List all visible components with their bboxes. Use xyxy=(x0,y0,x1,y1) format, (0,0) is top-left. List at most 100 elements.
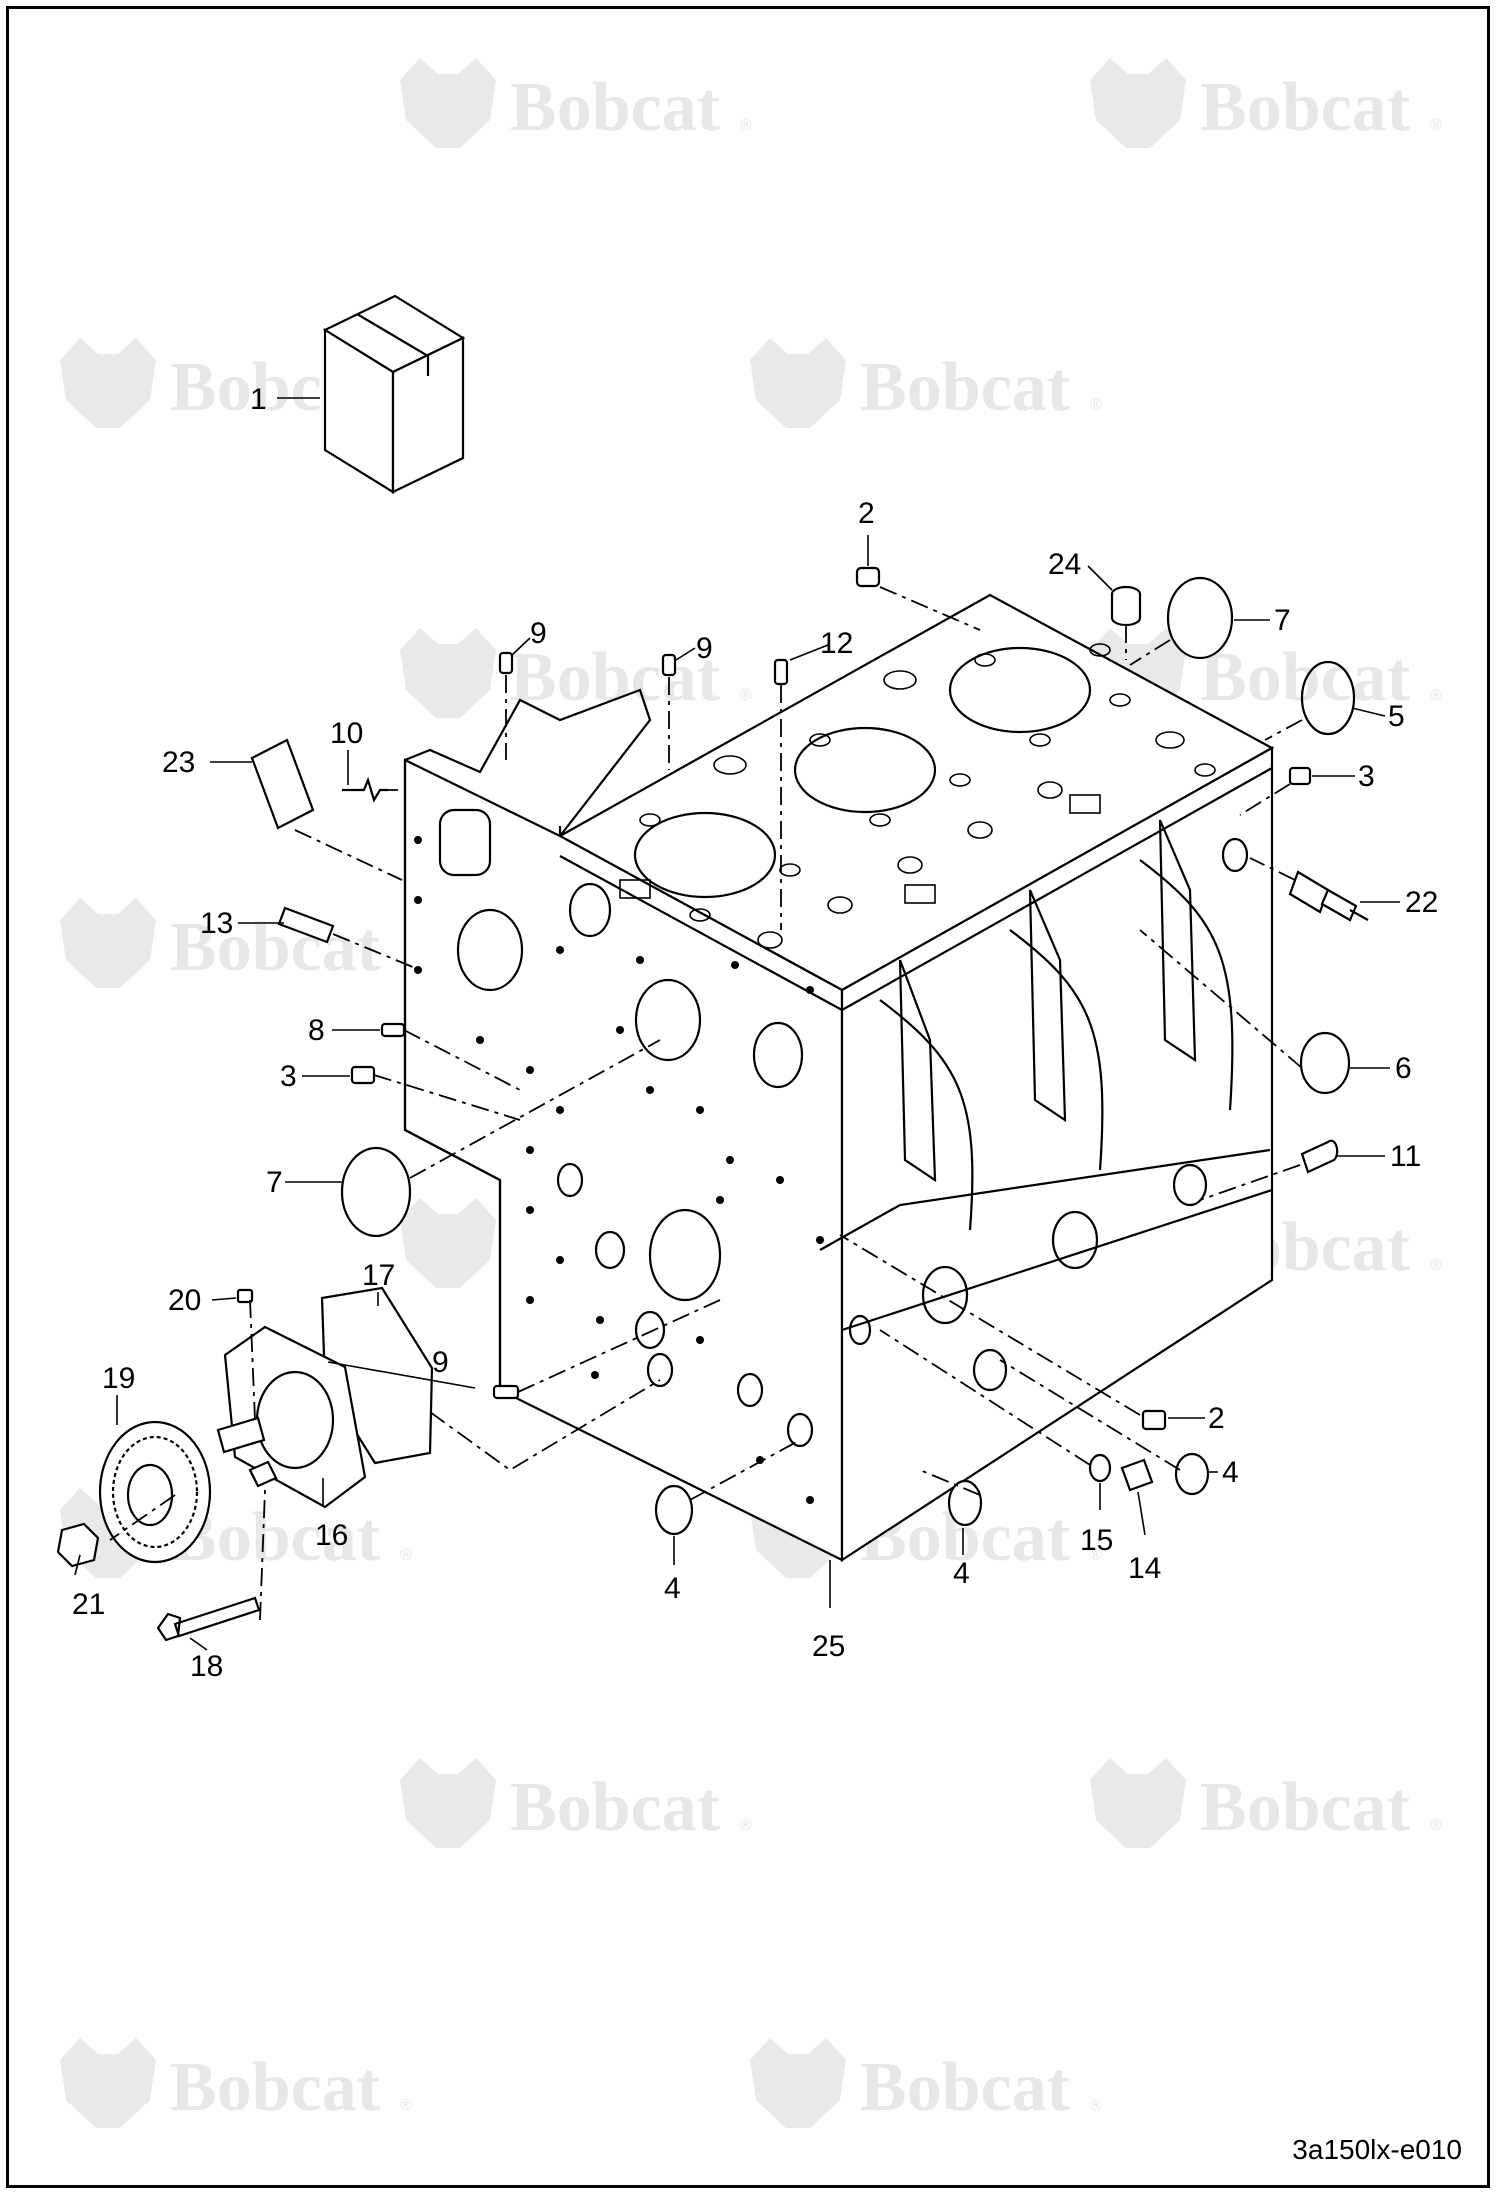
watermark-registered-mark: ® xyxy=(1430,687,1442,704)
callout-9-a: 9 xyxy=(530,617,547,650)
watermark-tile: Bobcat ® xyxy=(400,628,752,718)
part-3-plug-left xyxy=(350,1065,376,1085)
callout-6: 6 xyxy=(1395,1052,1412,1085)
watermark-brand: Bobcat xyxy=(170,909,380,986)
callout-9-b: 9 xyxy=(696,632,713,665)
watermark-tile: Bobcat ® xyxy=(750,2038,1102,2128)
watermark-brand: Bobcat xyxy=(860,349,1070,426)
watermark-brand: Bobcat xyxy=(510,1769,720,1846)
watermark-tile: Bobcat ® xyxy=(400,58,752,148)
part-18-bolt-head xyxy=(156,1612,182,1642)
part-12-pin xyxy=(773,658,789,686)
callout-22: 22 xyxy=(1405,886,1438,919)
leader-lines xyxy=(74,397,1400,1651)
part-23-sleeve xyxy=(250,738,315,830)
bobcat-logo-icon xyxy=(750,2038,846,2128)
callout-17: 17 xyxy=(362,1259,395,1292)
oil-pump-assembly xyxy=(56,1286,434,1642)
bobcat-logo-icon xyxy=(60,2038,156,2128)
callout-2-lower: 2 xyxy=(1208,1402,1225,1435)
drawing-code: 3a150lx-e010 xyxy=(1292,2134,1462,2165)
callout-7-top: 7 xyxy=(1274,604,1291,637)
watermark-registered-mark: ® xyxy=(740,1817,752,1834)
watermark-tile: Bobcat ® xyxy=(750,338,1102,428)
watermark-tile: Bobcat ® xyxy=(1090,1758,1442,1848)
watermark-tile: Bobcat ® xyxy=(60,2038,412,2128)
callout-9-c: 9 xyxy=(432,1346,449,1379)
callout-4-b: 4 xyxy=(953,1557,970,1590)
bobcat-logo-icon xyxy=(400,58,496,148)
part-16-oil-pump xyxy=(223,1325,367,1509)
watermark-registered-mark: ® xyxy=(1090,2097,1102,2114)
callout-21: 21 xyxy=(72,1588,105,1621)
watermark-registered-mark: ® xyxy=(400,2097,412,2114)
watermark-brand: Bobcat xyxy=(1200,639,1410,716)
callout-10: 10 xyxy=(330,717,363,750)
part-24-cap xyxy=(1110,585,1142,627)
watermark-tile: Bobcat ® xyxy=(1090,58,1442,148)
callout-18: 18 xyxy=(190,1650,223,1683)
bobcat-logo-icon xyxy=(400,1758,496,1848)
watermark-registered-mark: ® xyxy=(1430,1817,1442,1834)
part-14-plug-bolt xyxy=(1120,1458,1154,1492)
watermark-tile: Bobcat ® xyxy=(400,1758,752,1848)
bobcat-logo-icon xyxy=(1090,1758,1186,1848)
watermark-registered-mark: ® xyxy=(1430,117,1442,134)
bobcat-logo-icon xyxy=(400,1198,496,1288)
watermark-registered-mark: ® xyxy=(1090,397,1102,414)
part-15-washer xyxy=(1088,1453,1112,1483)
callout-1: 1 xyxy=(250,383,267,416)
part-21-nut xyxy=(56,1522,100,1568)
part-19-gear xyxy=(98,1420,212,1564)
callout-2-top: 2 xyxy=(858,497,875,530)
bobcat-logo-icon xyxy=(1090,58,1186,148)
callout-labels: 1 2 2 3 3 4 4 4 5 6 7 7 8 9 9 9 10 11 12… xyxy=(72,383,1438,1683)
callout-4-c: 4 xyxy=(1222,1456,1239,1489)
part-20-key xyxy=(236,1288,254,1304)
callout-20: 20 xyxy=(168,1284,201,1317)
callout-23: 23 xyxy=(162,746,195,779)
callout-7-left: 7 xyxy=(266,1166,283,1199)
watermark-brand: Bobcat xyxy=(860,2049,1070,2126)
part-11-pin xyxy=(1300,1139,1339,1174)
part-22-oil-pressure-switch xyxy=(1288,870,1369,922)
watermark-registered-mark: ® xyxy=(1430,1257,1442,1274)
part-7-seal-left xyxy=(340,1146,412,1238)
watermark-brand: Bobcat xyxy=(1200,69,1410,146)
part-9-pin-b xyxy=(661,653,677,677)
bobcat-logo-icon xyxy=(60,338,156,428)
callout-3-left: 3 xyxy=(280,1060,297,1093)
part-8-pin xyxy=(380,1022,406,1038)
callout-14: 14 xyxy=(1128,1552,1161,1585)
part-4-plug-b xyxy=(947,1479,983,1527)
watermark-registered-mark: ® xyxy=(740,117,752,134)
part-4-plug-c xyxy=(1174,1452,1210,1496)
part-2-plug-top xyxy=(855,566,881,588)
callout-13: 13 xyxy=(200,907,233,940)
watermark-brand: Bobcat xyxy=(170,2049,380,2126)
loose-parts xyxy=(250,566,1369,1536)
part-18-bolt-shank xyxy=(173,1596,261,1638)
part-4-plug-a xyxy=(654,1484,694,1536)
part-7-plug-top xyxy=(1166,576,1234,660)
watermark-brand: Bobcat xyxy=(1200,1769,1410,1846)
bobcat-logo-icon xyxy=(400,628,496,718)
callout-5: 5 xyxy=(1388,700,1405,733)
callout-15: 15 xyxy=(1080,1524,1113,1557)
watermark-registered-mark: ® xyxy=(740,687,752,704)
watermark-registered-mark: ® xyxy=(1090,1547,1102,1564)
callout-8: 8 xyxy=(308,1014,325,1047)
part-9-pin-a xyxy=(498,651,514,675)
watermark-registered-mark: ® xyxy=(400,1547,412,1564)
watermark-brand: Bobcat xyxy=(510,69,720,146)
watermark-brand: Bobcat xyxy=(510,639,720,716)
part-6-seal xyxy=(1299,1031,1351,1095)
callout-4-a: 4 xyxy=(664,1572,681,1605)
callout-19: 19 xyxy=(102,1362,135,1395)
bobcat-logo-icon xyxy=(750,338,846,428)
bobcat-logo-icon xyxy=(60,898,156,988)
callout-24: 24 xyxy=(1048,548,1081,581)
part-3-plug-right xyxy=(1288,766,1312,786)
callout-16: 16 xyxy=(315,1519,348,1552)
part-9-pin-c xyxy=(492,1384,520,1400)
